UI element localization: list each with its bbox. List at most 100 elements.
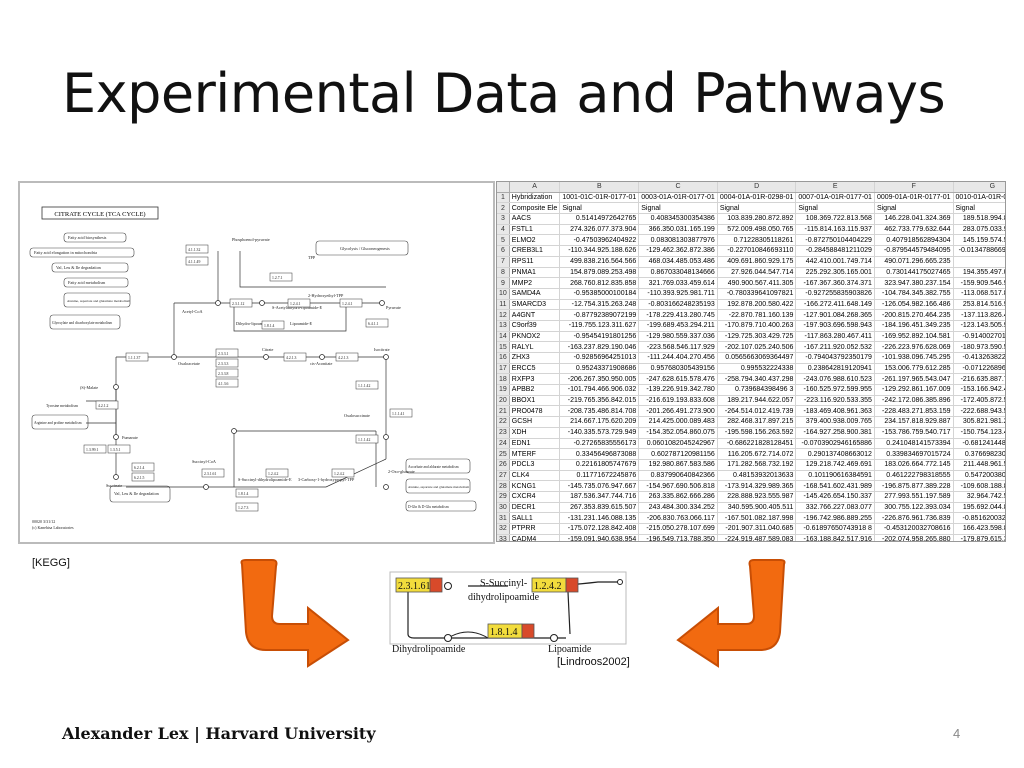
table-cell[interactable]: -0.794043792350179: [795, 352, 875, 364]
row-number[interactable]: 3: [497, 213, 510, 225]
table-cell[interactable]: -126.054.982.166.486: [874, 299, 954, 311]
table-cell[interactable]: -0.681241448310897: [953, 438, 1005, 450]
table-cell[interactable]: -0.413263822075167: [953, 352, 1005, 364]
table-cell[interactable]: 409.691.860.929.175: [717, 256, 797, 268]
table-cell[interactable]: 0.51414972642765: [559, 213, 640, 225]
table-cell[interactable]: FSTL1: [509, 224, 561, 236]
table-cell[interactable]: 0.241048141573394: [874, 438, 954, 450]
table-cell[interactable]: 321.769.033.459.614: [638, 277, 718, 289]
row-number[interactable]: 31: [497, 512, 510, 524]
row-number[interactable]: 27: [497, 470, 510, 482]
table-cell[interactable]: -223.116.920.533.355: [795, 395, 875, 407]
table-cell[interactable]: -184.196.451.349.235: [874, 320, 954, 332]
table-cell[interactable]: -0.87792389072199: [559, 309, 640, 321]
table-cell[interactable]: -0.780339641097821: [717, 288, 797, 300]
row-number[interactable]: 8: [497, 267, 510, 279]
table-cell[interactable]: -170.879.710.400.263: [717, 320, 797, 332]
table-cell[interactable]: -172.405.872.547.507: [953, 395, 1005, 407]
table-cell[interactable]: 1001-01C-01R-0177-01: [559, 192, 640, 204]
row-number[interactable]: 12: [497, 309, 510, 321]
table-cell[interactable]: 283.075.033.965.805: [953, 224, 1005, 236]
table-cell[interactable]: PTPRR: [509, 523, 561, 535]
table-cell[interactable]: -104.784.345.382.755: [874, 288, 954, 300]
table-cell[interactable]: 214.425.000.089.483: [638, 416, 718, 428]
table-cell[interactable]: -179.879.615.356.428: [953, 534, 1005, 541]
table-cell[interactable]: 153.006.779.612.285: [874, 363, 954, 375]
table-cell[interactable]: -183.469.408.961.363: [795, 405, 875, 418]
row-number[interactable]: 13: [497, 320, 510, 332]
table-cell[interactable]: 0.995532224338: [717, 363, 797, 375]
table-cell[interactable]: CADM4: [509, 534, 561, 541]
table-cell[interactable]: -202.107.025.240.506: [717, 341, 797, 353]
table-cell[interactable]: 0.238642819120941: [795, 363, 875, 375]
table-cell[interactable]: 211.448.961.587.135: [953, 459, 1005, 471]
row-number[interactable]: 10: [497, 288, 510, 300]
table-cell[interactable]: -0.92856964251013: [559, 352, 640, 364]
table-cell[interactable]: -145.735.076.947.667: [559, 480, 640, 492]
table-cell[interactable]: 468.034.485.053.486: [638, 256, 718, 268]
table-cell[interactable]: -0.803166248235193: [638, 299, 718, 311]
table-cell[interactable]: -110.344.925.188.626: [559, 245, 640, 257]
table-cell[interactable]: SMARCD3: [509, 299, 561, 311]
table-cell[interactable]: 192.980.867.583.586: [638, 459, 718, 471]
table-cell[interactable]: AACS: [509, 213, 561, 225]
table-cell[interactable]: -154.352.054.860.075: [638, 427, 718, 439]
table-cell[interactable]: CREB3L1: [509, 245, 561, 257]
row-number[interactable]: 16: [497, 352, 510, 364]
table-cell[interactable]: 340.595.900.405.511: [717, 502, 797, 514]
table-cell[interactable]: 0.0601082045242967: [638, 438, 718, 450]
table-cell[interactable]: -0.95385000100184: [559, 288, 640, 300]
table-cell[interactable]: 145.159.574.522.917: [953, 234, 1005, 247]
row-number[interactable]: 25: [497, 448, 510, 460]
table-cell[interactable]: 195.692.044.856.851: [953, 502, 1005, 514]
table-cell[interactable]: -137.113.826.496.947: [953, 309, 1005, 321]
table-cell[interactable]: 267.353.839.615.507: [559, 502, 640, 514]
row-number[interactable]: 15: [497, 341, 510, 353]
row-number[interactable]: 28: [497, 480, 510, 492]
table-cell[interactable]: 282.468.317.897.215: [717, 416, 797, 428]
table-cell[interactable]: -119.755.123.311.627: [559, 320, 640, 332]
table-cell[interactable]: -201.266.491.273.900: [638, 405, 718, 418]
table-cell[interactable]: -160.525.972.599.955: [795, 384, 875, 396]
table-cell[interactable]: 366.350.031.165.199: [638, 224, 718, 236]
row-number[interactable]: 19: [497, 384, 510, 396]
table-cell[interactable]: 27.926.044.547.714: [717, 267, 797, 279]
table-cell[interactable]: -226.223.976.628.069: [874, 341, 954, 353]
table-cell[interactable]: -197.903.696.598.943: [795, 320, 875, 332]
row-number[interactable]: 29: [497, 491, 510, 503]
column-header[interactable]: [497, 182, 510, 193]
table-cell[interactable]: 572.009.498.050.765: [717, 224, 797, 236]
table-cell[interactable]: -166.272.411.648.149: [795, 299, 875, 311]
table-cell[interactable]: -195.598.156.263.592: [717, 427, 797, 439]
table-cell[interactable]: -199.689.453.294.211: [638, 320, 718, 332]
table-cell[interactable]: ERCC5: [509, 363, 561, 375]
table-cell[interactable]: 0.602787120981156: [638, 448, 718, 460]
table-cell[interactable]: -167.211.920.052.532: [795, 341, 875, 353]
table-cell[interactable]: -0.27265835556173: [559, 438, 640, 450]
table-cell[interactable]: 116.205.672.714.072: [717, 448, 797, 460]
table-cell[interactable]: 108.369.722.813.568: [795, 213, 875, 225]
table-cell[interactable]: -0.686221828128451: [717, 438, 797, 450]
table-cell[interactable]: 0.407918562894304: [874, 234, 954, 247]
row-number[interactable]: 24: [497, 438, 510, 450]
table-cell[interactable]: -163.188.842.517.916: [795, 534, 875, 541]
table-cell[interactable]: 0009-01A-01R-0177-01: [874, 192, 954, 204]
table-cell[interactable]: 0.547200380309174: [953, 470, 1005, 482]
table-cell[interactable]: 225.292.305.165.001: [795, 267, 875, 279]
table-cell[interactable]: 103.839.280.872.892: [717, 213, 797, 225]
row-number[interactable]: 7: [497, 256, 510, 268]
table-cell[interactable]: 0.11771672245876: [559, 470, 640, 482]
table-cell[interactable]: -206.267.350.950.005: [559, 373, 640, 386]
table-cell[interactable]: A4GNT: [509, 309, 561, 321]
table-cell[interactable]: 490.071.296.665.235: [874, 256, 954, 268]
table-cell[interactable]: 0.408345300354386: [638, 213, 718, 225]
table-cell[interactable]: -169.952.892.104.581: [874, 331, 954, 343]
table-cell[interactable]: -201.907.311.040.685: [717, 523, 797, 535]
table-cell[interactable]: 0.461222798318555: [874, 470, 954, 482]
row-number[interactable]: 14: [497, 331, 510, 343]
table-cell[interactable]: -264.514.012.419.739: [717, 405, 797, 418]
table-cell[interactable]: ELMO2: [509, 234, 561, 247]
table-cell[interactable]: -175.072.128.842.408: [559, 523, 640, 535]
column-header[interactable]: C: [638, 182, 718, 193]
column-header[interactable]: D: [717, 182, 797, 193]
